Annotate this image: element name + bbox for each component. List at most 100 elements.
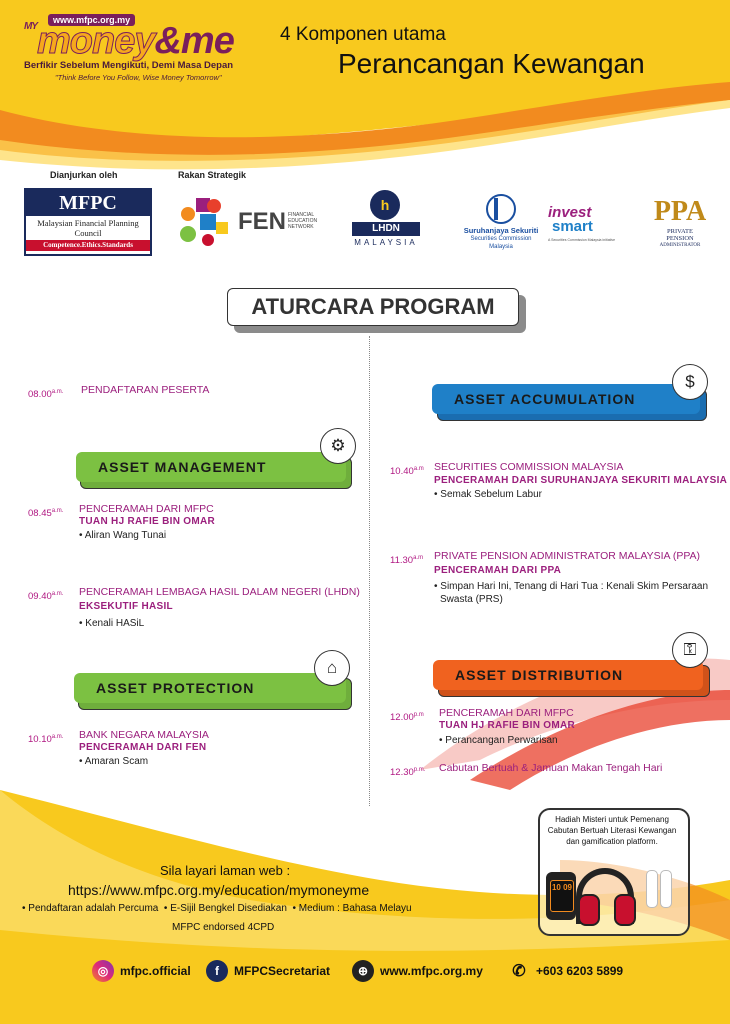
logo-me: &me — [154, 20, 234, 62]
instagram-link[interactable]: ◎ mfpc.official — [92, 960, 191, 982]
item-title: PENCERAMAH DARI MFPC — [439, 707, 574, 719]
item-title: PENDAFTARAN PESERTA — [81, 384, 210, 396]
right-item-ppa: 11.30a.m PRIVATE PENSION ADMINISTRATOR M… — [390, 550, 720, 605]
right-item-sc: 10.40a.m SECURITIES COMMISSION MALAYSIA … — [390, 461, 727, 500]
phone-icon: ✆ — [512, 963, 526, 980]
invest-l1: invest — [548, 204, 592, 221]
sc-logo-sub1: Securities Commission — [470, 236, 532, 242]
left-item-mfpc: 08.45a.m. PENCERAMAH DARI MFPC TUAN HJ R… — [28, 503, 358, 541]
item-topic: • Amaran Scam — [79, 756, 149, 767]
item-speaker: TUAN HJ RAFIE BIN OMAR — [439, 720, 576, 731]
item-speaker: PENCERAMAH DARI SURUHANJAYA SEKURITI MAL… — [434, 475, 728, 486]
prize-images: 10 09 — [546, 868, 676, 926]
time-label: 11.30a.m — [390, 554, 424, 566]
item-speaker: TUAN HJ RAFIE BIN OMAR — [79, 516, 216, 527]
headphone-right-cup — [614, 894, 636, 926]
organized-by-label: Dianjurkan oleh — [50, 170, 118, 180]
mfpc-logo-motto: Competence.Ethics.Standards — [26, 240, 150, 251]
lhdn-logo: h LHDN MALAYSIA — [348, 190, 424, 252]
header-title: Perancangan Kewangan — [338, 48, 645, 79]
phone-number: +603 6203 5899 — [536, 964, 624, 978]
logo-my: MY — [24, 21, 38, 32]
website-link[interactable]: ⊕ www.mfpc.org.my — [352, 960, 483, 982]
key-icon: ⚿ — [672, 632, 708, 668]
fen-logo-name: FEN — [238, 208, 286, 235]
time-label: 12.30p.m. — [390, 766, 426, 778]
sc-logo-sub2: Malaysia — [489, 244, 513, 250]
gear-dollar-icon: ⚙ — [320, 428, 356, 464]
earbud-left — [646, 870, 658, 908]
lhdn-logo-name: LHDN — [352, 222, 420, 236]
ppa-sub2: PENSION — [666, 235, 694, 242]
item-speaker: PENCERAMAH DARI FEN — [79, 742, 207, 753]
strategic-partner-label: Rakan Strategik — [178, 170, 247, 180]
sc-logo: Suruhanjaya Sekuriti Securities Commissi… — [456, 194, 546, 254]
item-topic: • Aliran Wang Tunai — [79, 530, 167, 541]
item-title: PENCERAMAH LEMBAGA HASIL DALAM NEGERI (L… — [79, 586, 360, 598]
mfpc-logo-title: MFPC — [26, 190, 150, 216]
lhdn-logo-sub: MALAYSIA — [354, 238, 418, 247]
instagram-icon: ◎ — [92, 960, 114, 982]
time-label: 08.45a.m. — [28, 507, 64, 519]
time-label: 12.00p.m — [390, 711, 424, 723]
item-speaker: PENCERAMAH DARI PPA — [434, 565, 562, 576]
asset-distribution-header: ASSET DISTRIBUTION — [433, 660, 703, 690]
facebook-handle: MFPCSecretariat — [234, 964, 331, 978]
logo-money: money — [36, 20, 155, 62]
instagram-handle: mfpc.official — [120, 964, 191, 978]
item-title: BANK NEGARA MALAYSIA — [79, 729, 209, 741]
time-label: 08.00a.m. — [28, 388, 64, 400]
asset-management-header: ASSET MANAGEMENT — [76, 452, 346, 482]
time-label: 09.40a.m. — [28, 590, 64, 602]
ppa-sub1: PRIVATE — [667, 228, 693, 235]
mfpc-logo-sub: Malaysian Financial Planning Council — [37, 218, 139, 238]
item-topic: • Semak Sebelum Labur — [434, 489, 543, 500]
left-item-lhdn: 09.40a.m. PENCERAMAH LEMBAGA HASIL DALAM… — [28, 586, 360, 629]
time-label: 10.40a.m — [390, 465, 424, 477]
phone-link[interactable]: ✆ +603 6203 5899 — [508, 960, 623, 982]
mymoneyme-logo: MYmoney&me — [24, 20, 235, 62]
item-topic: • Kenali HASiL — [79, 618, 145, 629]
item-topic: • Perancangan Perwarisan — [439, 735, 558, 746]
globe-icon: ⊕ — [352, 960, 374, 982]
item-topic: • Simpan Hari Ini, Tenang di Hari Tua : … — [434, 581, 709, 592]
program-title: ATURCARA PROGRAM — [227, 288, 519, 326]
smartwatch-image: 10 09 — [546, 872, 576, 920]
website-text: www.mfpc.org.my — [380, 964, 483, 978]
fen-logo-sub: FINANCIAL EDUCATION NETWORK — [288, 212, 318, 230]
footer-notes: • Pendaftaran adalah Percuma • E-Sijil B… — [22, 903, 412, 914]
item-speaker: EKSEKUTIF HASIL — [79, 601, 173, 612]
watch-face: 10 09 — [550, 880, 574, 912]
ppa-logo: PPA PRIVATE PENSION ADMINISTRATOR — [650, 196, 710, 256]
brand-url: www.mfpc.org.my — [48, 14, 136, 26]
visit-label: Sila layari laman web : — [160, 863, 291, 878]
mfpc-logo: MFPC Malaysian Financial Planning Counci… — [24, 188, 152, 256]
ppa-logo-name: PPA — [653, 196, 707, 227]
left-item-bnm: 10.10a.m. BANK NEGARA MALAYSIA PENCERAMA… — [28, 729, 358, 767]
asset-accumulation-header: ASSET ACCUMULATION — [432, 384, 700, 414]
item-topic-cont: Swasta (PRS) — [440, 594, 503, 605]
prize-text: Hadiah Misteri untuk Pemenang Cabutan Be… — [547, 815, 677, 846]
headphone-left-cup — [578, 894, 600, 926]
ppa-sub3: ADMINISTRATOR — [659, 243, 701, 248]
brand-tagline: Berfikir Sebelum Mengikuti, Demi Masa De… — [24, 60, 234, 71]
money-growth-icon: $ — [672, 364, 708, 400]
item-title: Cabutan Bertuah & Jamuan Makan Tengah Ha… — [439, 762, 663, 774]
investsmart-logo: invest smart A Securities Commission Mal… — [548, 204, 622, 250]
sc-logo-name: Suruhanjaya Sekuriti — [463, 226, 539, 235]
right-item-mfpc: 12.00p.m PENCERAMAH DARI MFPC TUAN HJ RA… — [390, 707, 720, 746]
brand-tagline-en: "Think Before You Follow, Wise Money Tom… — [55, 73, 222, 82]
item-title: SECURITIES COMMISSION MALAYSIA — [434, 461, 624, 473]
facebook-link[interactable]: f MFPCSecretariat — [206, 960, 330, 982]
facebook-icon: f — [206, 960, 228, 982]
earbud-right — [660, 870, 672, 908]
invest-sub: A Securities Commission Malaysia initiat… — [548, 238, 616, 242]
fen-logo: FEN FINANCIAL EDUCATION NETWORK — [174, 192, 324, 252]
item-title: PENCERAMAH DARI MFPC — [79, 503, 214, 515]
cpd-note: MFPC endorsed 4CPD — [172, 922, 275, 933]
asset-protection-header: ASSET PROTECTION — [74, 673, 346, 703]
item-title: PRIVATE PENSION ADMINISTRATOR MALAYSIA (… — [434, 550, 701, 562]
header-subtitle: 4 Komponen utama — [280, 24, 446, 45]
registration-link[interactable]: https://www.mfpc.org.my/education/mymone… — [68, 882, 370, 898]
